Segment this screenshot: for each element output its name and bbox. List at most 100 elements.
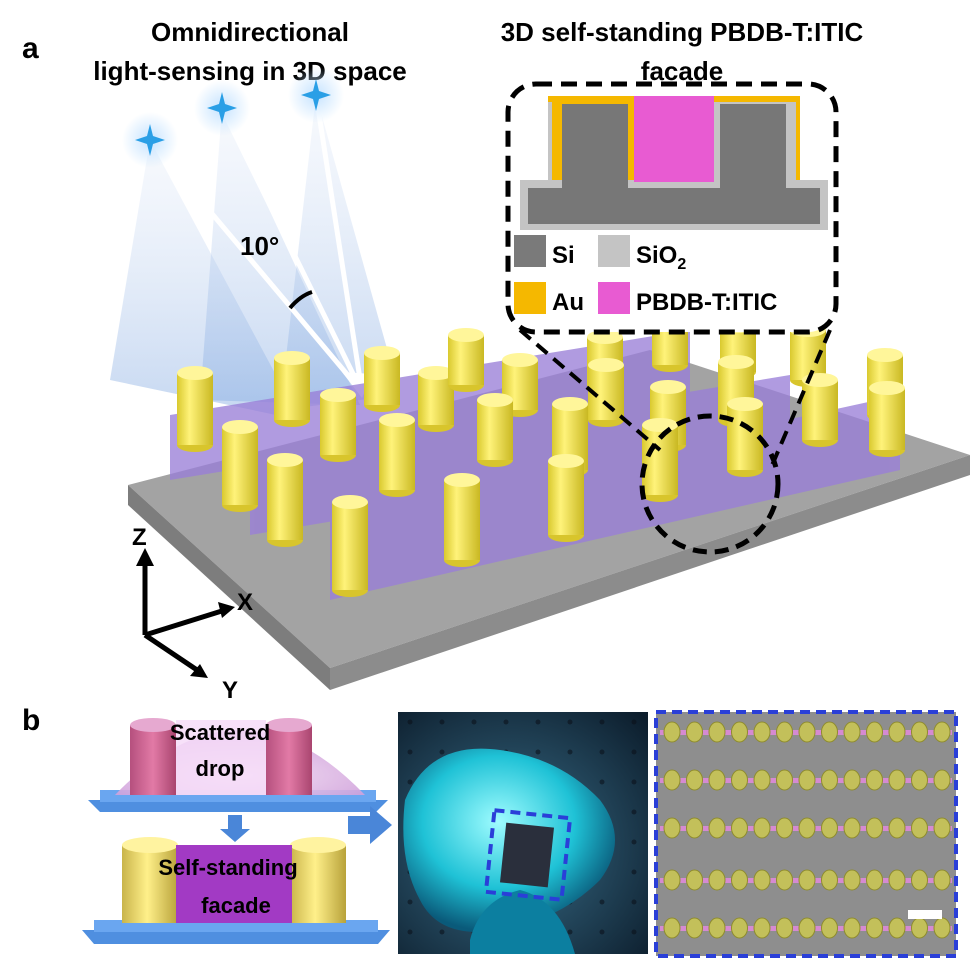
- sem-pillar: [933, 817, 951, 839]
- axis-x-label: X: [237, 589, 253, 616]
- title-left-line2: light-sensing in 3D space: [93, 56, 407, 86]
- sem-pillar: [731, 721, 748, 743]
- sem-pillar: [776, 917, 793, 939]
- sem-pillar: [911, 817, 928, 839]
- pillar: [177, 366, 213, 452]
- sem-pillar: [933, 721, 951, 743]
- sem-pillar: [933, 869, 951, 891]
- sem-pillar: [933, 769, 951, 791]
- legend-swatch-si: [514, 235, 546, 267]
- sem-pillar: [843, 769, 861, 791]
- sem-pillar: [798, 869, 816, 891]
- drop-label-line2: drop: [196, 756, 245, 781]
- sem-pillar: [708, 721, 726, 743]
- drop-label-line1: Scattered: [170, 720, 270, 745]
- light-source-stars: [122, 67, 344, 168]
- axis-z-label: Z: [132, 524, 147, 551]
- pillar: [477, 393, 513, 467]
- sem-pillar: [798, 817, 816, 839]
- legend-pbdb: PBDB-T:ITIC: [636, 289, 777, 316]
- pillar: [274, 351, 310, 427]
- coordinate-axes: [142, 560, 226, 675]
- sem-pillar: [776, 721, 793, 743]
- sem-pillar: [686, 721, 703, 743]
- pillar-array: [177, 312, 905, 597]
- sem-pillar: [798, 721, 816, 743]
- facade-label-line1: Self-standing: [158, 855, 297, 880]
- pillar: [222, 420, 258, 512]
- sem-pillar: [911, 917, 928, 939]
- sem-pillar: [753, 869, 771, 891]
- sem-pillar: [686, 869, 703, 891]
- star-icon: [207, 92, 237, 124]
- sem-pillar: [821, 721, 838, 743]
- sem-pillar: [821, 769, 838, 791]
- legend-si: Si: [552, 242, 575, 269]
- axis-y-label: Y: [222, 677, 238, 704]
- sem-pillar: [866, 721, 883, 743]
- pillar: [802, 373, 838, 447]
- pillar: [364, 346, 400, 412]
- pillar: [869, 381, 905, 457]
- sem-pillar: [776, 817, 793, 839]
- sem-pillar: [663, 817, 681, 839]
- angle-label: 10°: [240, 231, 279, 261]
- panel-a-label: a: [22, 32, 39, 65]
- legend-sio2: SiO2: [636, 242, 686, 273]
- sem-pillar: [663, 721, 681, 743]
- axis-arrowheads: [136, 548, 235, 678]
- sem-pillar: [663, 769, 681, 791]
- sem-pillar: [821, 917, 838, 939]
- callout-line-right: [768, 329, 832, 471]
- legend-swatch-au: [514, 282, 546, 314]
- angle-arc: [288, 290, 313, 310]
- scattered-drop-schematic: [88, 718, 388, 812]
- pillar: [727, 397, 763, 477]
- sem-pillar: [911, 721, 928, 743]
- star-icon: [301, 79, 331, 111]
- sem-pillar: [686, 769, 703, 791]
- star-icon: [135, 124, 165, 156]
- panel-b-label: b: [22, 704, 40, 737]
- pillar: [548, 454, 584, 542]
- light-beams: [110, 94, 400, 420]
- sem-pillar: [753, 769, 771, 791]
- sem-pillar: [866, 817, 883, 839]
- sem-pillar: [708, 917, 726, 939]
- sem-pillar: [866, 917, 883, 939]
- sem-pillar: [708, 769, 726, 791]
- sem-pillar: [821, 869, 838, 891]
- facade-schematic: [82, 837, 390, 944]
- legend-swatch-pbdb: [598, 282, 630, 314]
- sem-pillar: [888, 917, 906, 939]
- sem-pillar: [731, 917, 748, 939]
- facade-label-line2: facade: [201, 893, 271, 918]
- scale-bar: [908, 910, 942, 919]
- pillar: [267, 453, 303, 547]
- sem-pillar: [798, 917, 816, 939]
- sem-pillar: [911, 769, 928, 791]
- sem-pillar: [888, 869, 906, 891]
- sem-pillar: [776, 869, 793, 891]
- right-arrow-icon: [348, 806, 392, 844]
- sem-pillar: [708, 869, 726, 891]
- sem-pillar: [888, 769, 906, 791]
- sem-pillar: [731, 769, 748, 791]
- sem-pillar: [731, 817, 748, 839]
- pillar: [332, 495, 368, 597]
- sem-pillar: [821, 817, 838, 839]
- sem-pillar: [731, 869, 748, 891]
- sem-image: [654, 710, 958, 958]
- sem-pillar: [798, 769, 816, 791]
- pillar: [448, 328, 484, 392]
- pillar: [320, 388, 356, 462]
- sem-pillar: [888, 817, 906, 839]
- sem-pillar: [866, 769, 883, 791]
- cross-section-inset: Si SiO2 Au PBDB-T:ITIC: [505, 81, 839, 335]
- zoom-circle: [639, 413, 781, 555]
- sem-pillar: [686, 817, 703, 839]
- pillar: [444, 473, 480, 567]
- legend-swatch-sio2: [598, 235, 630, 267]
